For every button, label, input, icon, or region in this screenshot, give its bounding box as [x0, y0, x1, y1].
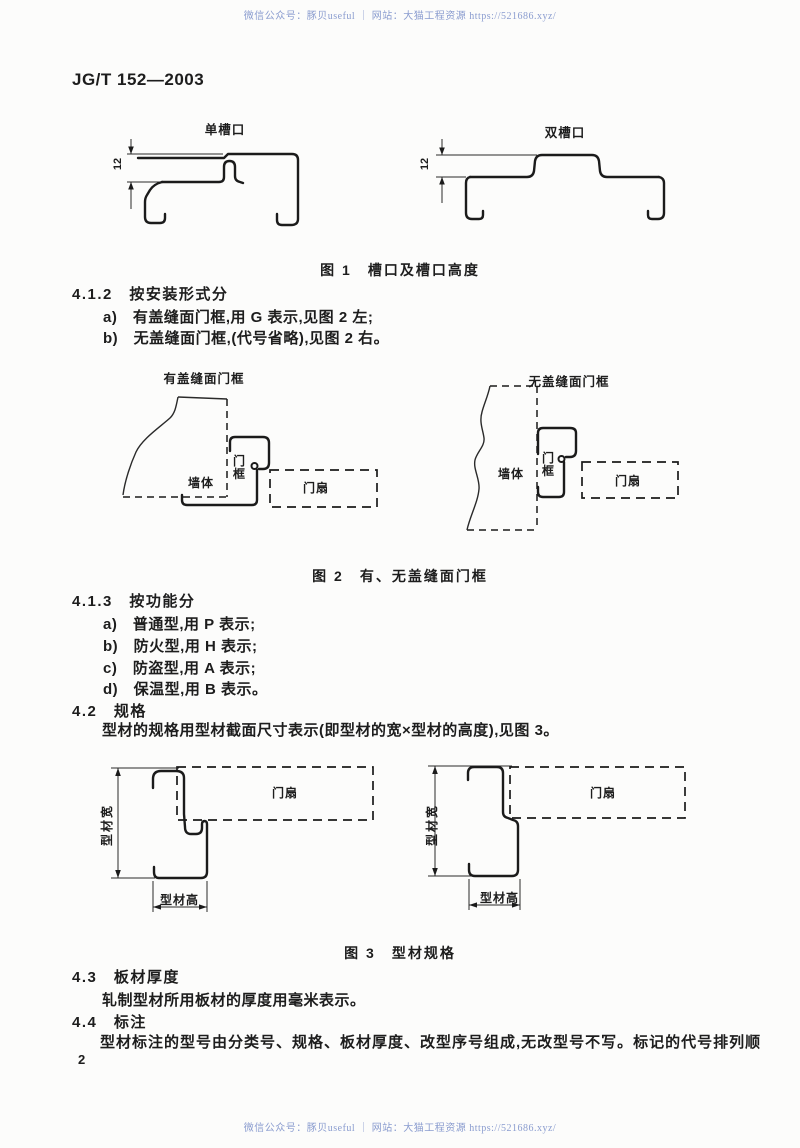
- fig3-left-height-label: 型材高: [160, 893, 200, 907]
- section-412-item-b: b) 无盖缝面门框,(代号省略),见图 2 右。: [103, 330, 390, 347]
- fig1-right-drawing-double-rabbet: [436, 139, 666, 221]
- section-44-body: 型材标注的型号由分类号、规格、板材厚度、改型序号组成,无改型号不写。标记的代号排…: [100, 1034, 762, 1051]
- fig3-caption: 图 3 型材规格: [344, 945, 456, 961]
- section-42-body: 型材的规格用型材截面尺寸表示(即型材的宽×型材的高度),见图 3。: [102, 722, 559, 739]
- fig3-left-width-label: 型材宽: [100, 803, 114, 846]
- fig1-right-title: 双槽口: [544, 126, 586, 140]
- fig1-left-dim-12: 12: [112, 157, 125, 171]
- fig2-left-wall-label: 墙体: [188, 476, 215, 490]
- fig3-left-leaf-label: 门扇: [272, 786, 299, 800]
- fig3-right-width-label: 型材宽: [425, 803, 439, 846]
- section-43-body: 轧制型材所用板材的厚度用毫米表示。: [102, 992, 366, 1009]
- section-413-heading: 4.1.3 按功能分: [72, 593, 196, 610]
- fig3-right-height-label: 型材高: [480, 891, 520, 905]
- fig2-left-frame-label: 门框: [233, 454, 246, 481]
- section-42-heading: 4.2 规格: [72, 703, 147, 720]
- fig2-right-title: 无盖缝面门框: [528, 375, 610, 389]
- fig1-left-title: 单槽口: [204, 123, 246, 137]
- fig2-left-leaf-label: 门扇: [303, 481, 330, 495]
- fig2-left-drawing-covered-seam-frame: [122, 396, 378, 508]
- fig1-caption: 图 1 槽口及槽口高度: [320, 262, 480, 278]
- fig3-right-leaf-label: 门扇: [590, 786, 617, 800]
- section-413-item-c: c) 防盗型,用 A 表示;: [103, 660, 257, 677]
- fig3-left-drawing-profile-with-cover: [111, 766, 374, 912]
- standard-number: JG/T 152—2003: [72, 70, 205, 89]
- fig2-right-drawing-uncovered-seam-frame: [466, 385, 679, 531]
- section-44-heading: 4.4 标注: [72, 1014, 147, 1031]
- fig1-right-dim-12: 12: [419, 157, 432, 171]
- header-watermark: 微信公众号：豚贝useful ｜ 网站：大猫工程资源 https://52168…: [243, 11, 557, 22]
- section-413-item-b: b) 防火型,用 H 表示;: [103, 638, 258, 655]
- section-413-item-d: d) 保温型,用 B 表示。: [103, 681, 268, 698]
- fig3-right-drawing-profile-plain: [428, 765, 686, 910]
- fig2-right-wall-label: 墙体: [498, 467, 525, 481]
- section-412-heading: 4.1.2 按安装形式分: [72, 286, 229, 303]
- page-number: 2: [78, 1052, 86, 1067]
- fig2-caption: 图 2 有、无盖缝面门框: [312, 568, 488, 584]
- fig1-left-drawing-single-rabbet: [127, 139, 300, 227]
- section-413-item-a: a) 普通型,用 P 表示;: [103, 616, 256, 633]
- section-412-item-a: a) 有盖缝面门框,用 G 表示,见图 2 左;: [103, 309, 374, 326]
- fig2-left-title: 有盖缝面门框: [163, 372, 245, 386]
- fig2-right-frame-label: 门框: [542, 451, 555, 478]
- fig2-right-leaf-label: 门扇: [615, 474, 642, 488]
- footer-watermark: 微信公众号：豚贝useful ｜ 网站：大猫工程资源 https://52168…: [243, 1123, 557, 1134]
- section-43-heading: 4.3 板材厚度: [72, 969, 180, 986]
